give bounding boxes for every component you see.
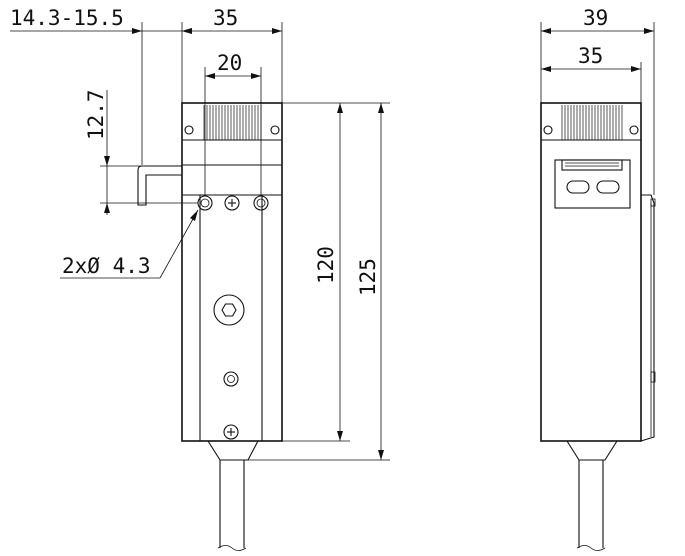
front-body-outline: [181, 102, 283, 442]
dim-body-width: 35: [578, 44, 603, 68]
dim-width: 35: [213, 6, 238, 30]
dim-total-width: 39: [583, 6, 608, 30]
cable-gland: [207, 440, 259, 461]
dim-pin-height: 12.7: [84, 89, 108, 140]
dim-body-height: 120: [314, 246, 338, 284]
heatsink-screw-right: [270, 125, 280, 135]
front-heatsink-fins: [203, 105, 262, 140]
side-cover-plate: [640, 194, 655, 442]
terminal-block: [554, 159, 631, 209]
hex-socket-screw: [213, 294, 245, 326]
front-view: 35 14.3-15.5 20 12.7 2xØ 4.3 120: [10, 6, 390, 551]
heatsink-screw-left: [184, 125, 194, 135]
dim-hole-spacing: 20: [217, 51, 242, 75]
side-view: 39 35: [540, 6, 656, 551]
dim-holes: 2xØ 4.3: [62, 254, 151, 278]
side-heatsink-fins: [561, 105, 623, 140]
dim-pin-offset: 14.3-15.5: [10, 6, 124, 30]
side-cable: [576, 460, 606, 551]
mounting-hole-right: [253, 195, 269, 211]
cable: [217, 460, 247, 551]
side-cable-gland: [566, 440, 618, 461]
side-body-outline: [540, 102, 642, 442]
small-port: [223, 371, 239, 387]
dim-total-height: 125: [356, 258, 380, 296]
center-screw: [224, 195, 240, 211]
mounting-pin: [137, 165, 182, 206]
bottom-screw: [223, 424, 239, 440]
